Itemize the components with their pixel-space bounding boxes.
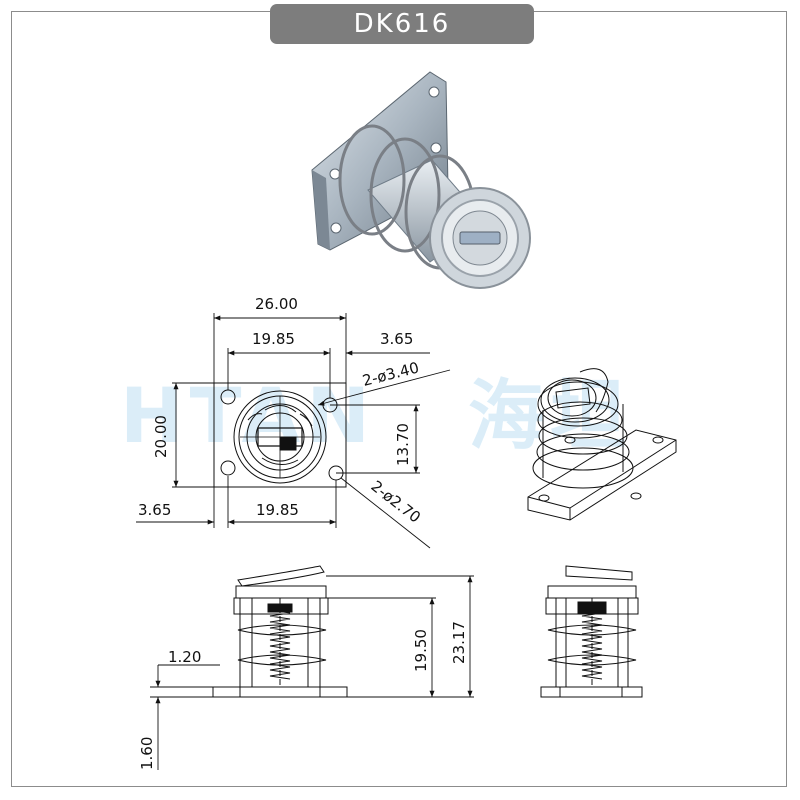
dim-plate-thickness: 1.20 xyxy=(168,648,201,666)
dim-hole-spacing-bottom: 19.85 xyxy=(256,501,299,519)
dim-hole-spacing-top: 19.85 xyxy=(252,330,295,348)
dim-small-hole: 2-ø2.70 xyxy=(368,477,424,527)
dim-inner-height: 13.70 xyxy=(394,423,412,466)
side-view-right xyxy=(540,565,643,698)
dim-overall-width: 26.00 xyxy=(255,295,298,313)
dim-offset-top-right: 3.65 xyxy=(380,330,413,348)
side-view-dimensions xyxy=(150,575,474,770)
front-view-dimensions xyxy=(136,313,451,549)
side-view-left xyxy=(212,565,348,698)
dim-offset-bottom-left: 3.65 xyxy=(138,501,171,519)
isometric-view xyxy=(527,368,677,521)
dim-base-height: 1.60 xyxy=(138,737,156,770)
product-title: DK616 xyxy=(270,4,534,44)
dim-body-height: 19.50 xyxy=(412,629,430,672)
product-photo xyxy=(311,71,531,289)
dim-total-height: 23.17 xyxy=(450,621,468,664)
dim-height: 20.00 xyxy=(152,415,170,458)
